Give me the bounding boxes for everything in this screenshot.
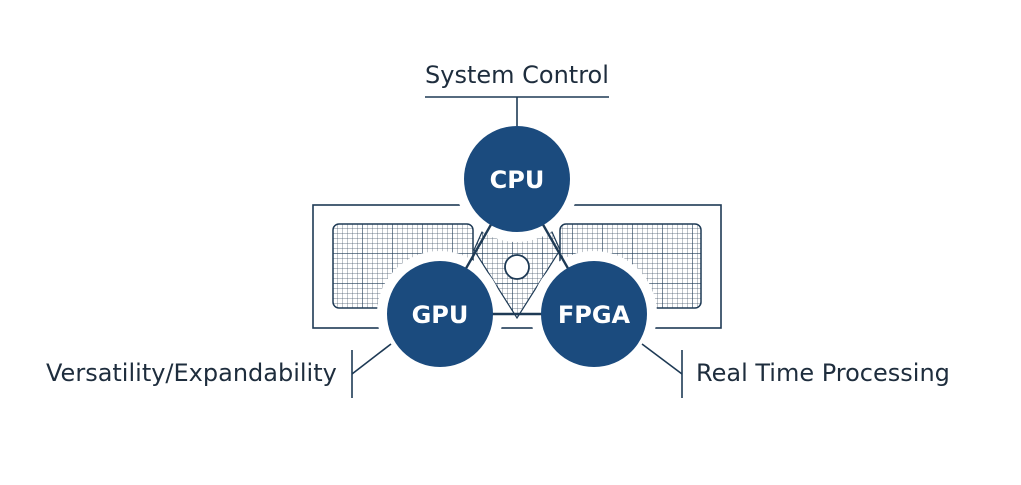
center-hub — [504, 254, 530, 280]
fpga-caption: Real Time Processing — [696, 359, 950, 387]
gpu-caption-leader — [351, 343, 392, 398]
cpu-node: CPU — [464, 126, 570, 232]
fpga-node: FPGA — [541, 261, 647, 367]
gpu-node: GPU — [387, 261, 493, 367]
fpga-caption-leader — [641, 343, 683, 398]
cpu-node-label: CPU — [490, 166, 545, 194]
gpu-node-label: GPU — [412, 301, 469, 329]
fpga-node-label: FPGA — [558, 301, 631, 329]
cpu-caption-leader — [425, 96, 609, 126]
gpu-caption: Versatility/Expandability — [46, 359, 337, 387]
cpu-caption: System Control — [425, 61, 609, 89]
